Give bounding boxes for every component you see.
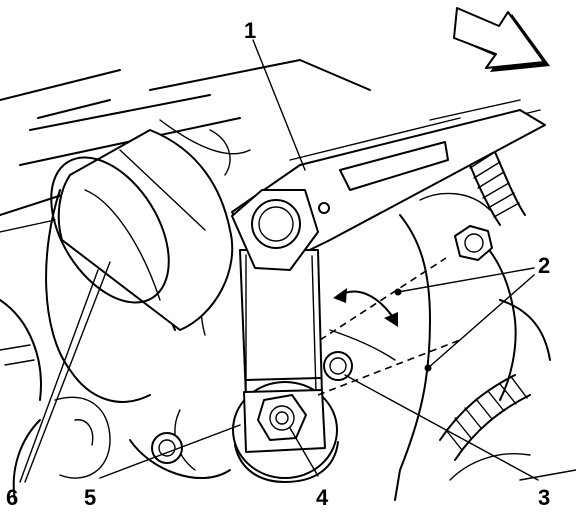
upper-pivot-bolt	[231, 189, 319, 271]
lower-hose	[439, 374, 531, 461]
callout-2: 2	[538, 253, 550, 278]
front-direction-arrow-icon	[453, 7, 550, 72]
rotation-arrow-icon	[333, 288, 398, 327]
tensioner-strut	[239, 249, 323, 399]
alignment-line	[317, 257, 461, 396]
engine-background-structure	[0, 59, 576, 501]
small-bolt-item-3	[323, 351, 353, 381]
callout-3: 3	[538, 485, 550, 510]
callout-6: 6	[6, 485, 18, 510]
callout-1: 1	[244, 18, 256, 43]
lower-nut	[257, 394, 307, 441]
hex-bolt-upper-right	[454, 225, 493, 261]
idler-pulley	[50, 129, 234, 331]
callout-leaders	[19, 39, 539, 483]
callout-5: 5	[84, 485, 96, 510]
upper-hose	[467, 144, 526, 226]
callout-4: 4	[316, 485, 329, 510]
